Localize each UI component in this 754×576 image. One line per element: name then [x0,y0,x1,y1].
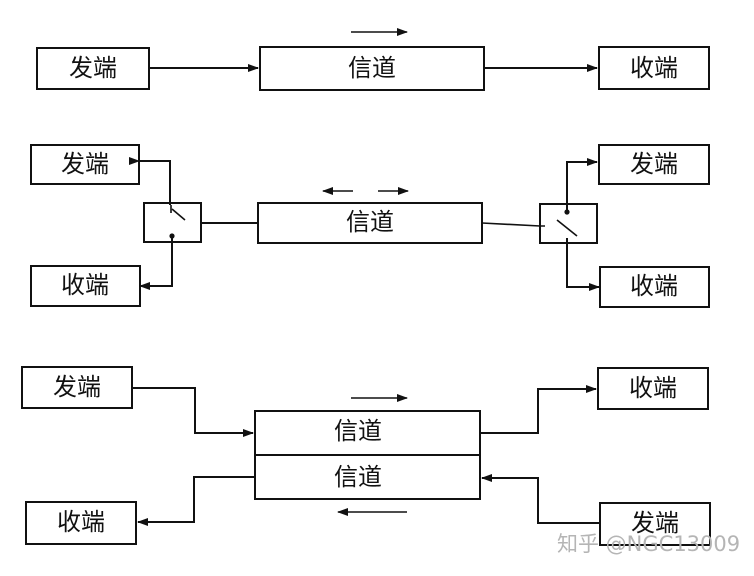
half-duplex-left-receiver-box [30,265,141,307]
full-duplex-right-receive-connector [480,385,597,434]
full-duplex-right-receiver-box [597,367,709,410]
full-duplex-left-receiver-box [25,501,137,545]
half-duplex-right-receiver-label: 收端 [630,272,678,300]
half-duplex-channel-label: 信道 [346,208,394,236]
half-duplex-left-bottom-connector [139,238,173,290]
full-duplex-left-sender-label: 发端 [53,373,101,401]
half-duplex-right-receiver-box [599,266,710,308]
full-duplex-diagram: 发端 收端 信道 信道 收端 发端 [21,366,711,546]
simplex-sender-box [36,47,150,90]
half-duplex-right-sender-box [598,144,710,185]
half-duplex-right-bottom-connector [566,238,600,291]
half-duplex-left-sender-box [30,144,140,185]
half-duplex-right-sender-label: 发端 [630,150,678,178]
half-duplex-right-channel-link [481,222,545,227]
simplex-receiver-box [598,46,710,90]
full-duplex-left-send-connector [132,387,254,437]
simplex-diagram: 发端 信道 收端 [36,28,710,91]
half-duplex-right-switch-blade [556,219,578,237]
half-duplex-left-top-connector [129,157,171,205]
watermark-text: 知乎 @NGC13009 [557,532,740,556]
full-duplex-left-receiver-label: 收端 [57,508,105,536]
simplex-channel-box [259,46,485,91]
simplex-sender-label: 发端 [69,54,117,82]
simplex-channel-label: 信道 [348,54,396,82]
full-duplex-right-send-connector [481,474,600,524]
half-duplex-left-switch-blade [171,208,186,221]
full-duplex-bottom-channel-label: 信道 [334,463,382,491]
half-duplex-right-switch-box [539,203,598,244]
full-duplex-right-sender-box [599,502,711,546]
full-duplex-right-sender-label: 发端 [631,509,679,537]
half-duplex-diagram: 发端 收端 信道 发端 收端 [30,144,710,308]
full-duplex-right-receiver-label: 收端 [629,374,677,402]
full-duplex-top-channel-label: 信道 [334,417,382,445]
full-duplex-left-sender-box [21,366,133,409]
half-duplex-right-top-connector [566,158,598,210]
simplex-receiver-label: 收端 [630,54,678,82]
half-duplex-left-switch-contact [169,233,175,239]
half-duplex-channel-box [257,202,483,244]
half-duplex-left-receiver-label: 收端 [61,271,109,299]
full-duplex-left-receive-connector [137,476,255,526]
half-duplex-right-switch-contact [564,209,570,215]
half-duplex-left-sender-label: 发端 [61,150,109,178]
